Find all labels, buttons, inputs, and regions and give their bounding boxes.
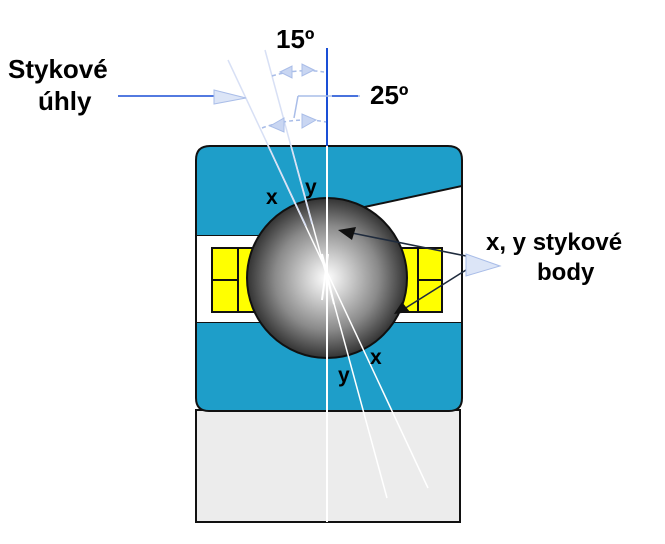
outer-ring [195,145,463,237]
center-markers [321,253,335,305]
angle-arrowheads [268,63,318,133]
angle-25-label: 25º [370,80,409,110]
contact-angles-label-line2: úhly [38,86,92,116]
x-top-label: x [266,186,278,209]
contact-points-arrowheads [338,227,410,314]
contact-points-pointer [465,253,502,277]
contact-angles-label-line1: Stykové [8,54,108,84]
y-top-label: y [305,176,317,199]
y-bottom-label: y [338,364,350,387]
angle-arcs [261,69,327,129]
x-bottom-label: x [370,346,382,369]
contact-points-label-line1: x, y stykové [486,229,622,256]
angle-15-label: 15º [276,24,315,54]
contact-angles-arrowhead [213,89,247,105]
inner-ring [195,321,463,412]
contact-points-leaders [351,232,467,310]
contact-points-label-line2: body [537,259,595,286]
